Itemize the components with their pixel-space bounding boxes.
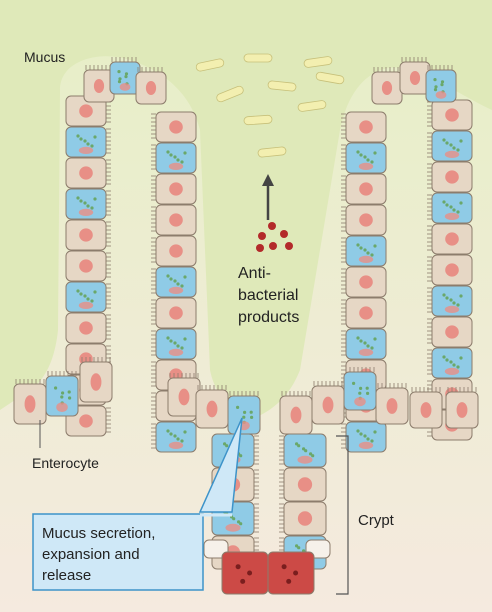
enterocyte-cell <box>83 65 115 103</box>
goblet-cell <box>341 421 387 453</box>
antibacterial-dot <box>256 244 264 252</box>
enterocyte-cell <box>445 387 479 429</box>
goblet-cell <box>341 328 387 360</box>
enterocyte-cell <box>167 373 201 417</box>
goblet-cell <box>279 433 327 468</box>
goblet-cell <box>427 285 473 317</box>
antibacterial-dot <box>285 242 293 250</box>
enterocyte-cell <box>65 95 111 127</box>
bacterium <box>315 71 345 85</box>
enterocyte-cell <box>341 111 387 143</box>
enterocyte-cell <box>65 312 111 344</box>
bacterium <box>267 80 297 92</box>
enterocyte-label: Enterocyte <box>32 455 99 471</box>
antibacterial-products <box>256 174 293 252</box>
goblet-cell <box>65 281 111 313</box>
goblet-cell <box>151 142 197 174</box>
bacteria-group <box>195 53 345 158</box>
enterocyte-cell <box>341 173 387 205</box>
antibacterial-dot <box>268 222 276 230</box>
crypt-bracket <box>336 435 349 595</box>
stem-cell <box>203 539 229 559</box>
antibacterial-dot <box>280 230 288 238</box>
enterocyte-cell <box>135 67 167 105</box>
antibacterial-label-line1: Anti- <box>238 265 271 282</box>
goblet-cell <box>151 421 197 453</box>
crypt-label: Crypt <box>358 512 395 529</box>
enterocyte-cell <box>151 297 197 329</box>
bacterium <box>243 53 273 63</box>
antibacterial-dot <box>269 242 277 250</box>
goblet-cell <box>427 347 473 379</box>
goblet-cell <box>151 266 197 298</box>
lumen-space <box>0 0 492 420</box>
enterocyte-cell <box>279 467 327 502</box>
enterocyte-cell <box>427 161 473 193</box>
enterocyte-cell <box>151 111 197 143</box>
epithelial-cells <box>13 57 479 595</box>
enterocyte-cell <box>195 385 229 429</box>
bacterium <box>257 146 287 158</box>
enterocyte-cell <box>409 387 443 429</box>
enterocyte-cell <box>341 204 387 236</box>
goblet-cell <box>425 65 457 103</box>
callout-line2: expansion and <box>42 546 140 563</box>
goblet-cell <box>341 142 387 174</box>
goblet-cell <box>109 57 141 95</box>
bacterium <box>303 56 333 68</box>
enterocyte-cell <box>151 204 197 236</box>
bacterium <box>195 58 225 72</box>
enterocyte-cell <box>65 157 111 189</box>
callout-line1: Mucus secretion, <box>42 525 155 542</box>
enterocyte-cell <box>79 357 113 403</box>
goblet-cell <box>341 235 387 267</box>
goblet-cell <box>45 371 79 417</box>
enterocyte-cell <box>399 57 431 95</box>
enterocyte-cell <box>341 266 387 298</box>
enterocyte-cell <box>13 379 47 425</box>
enterocyte-cell <box>279 501 327 536</box>
goblet-cell <box>343 367 377 411</box>
enterocyte-cell <box>311 381 345 425</box>
bacterium <box>243 114 273 126</box>
bacterium <box>297 100 327 112</box>
enterocyte-cell <box>151 173 197 205</box>
paneth-cell <box>221 551 269 595</box>
goblet-cell <box>227 391 261 435</box>
enterocyte-cell <box>279 391 313 435</box>
antibacterial-label-line2: bacterial <box>238 287 298 304</box>
secretion-arrow-head <box>262 174 274 186</box>
enterocyte-cell <box>427 316 473 348</box>
goblet-cell <box>151 328 197 360</box>
enterocyte-cell <box>375 383 409 425</box>
enterocyte-cell <box>341 297 387 329</box>
callout-pointer <box>198 417 243 513</box>
goblet-cell <box>65 126 111 158</box>
enterocyte-cell <box>371 67 403 105</box>
callout-line3: release <box>42 567 91 584</box>
enterocyte-cell <box>427 223 473 255</box>
enterocyte-cell <box>65 250 111 282</box>
enterocyte-cell <box>427 99 473 131</box>
goblet-cell <box>427 192 473 224</box>
antibacterial-label-line3: products <box>238 309 299 326</box>
paneth-cell <box>267 551 315 595</box>
enterocyte-cell <box>65 219 111 251</box>
mucus-label: Mucus <box>24 49 65 65</box>
bacterium <box>216 85 244 103</box>
goblet-cell <box>427 130 473 162</box>
goblet-cell <box>65 188 111 220</box>
enterocyte-cell <box>427 254 473 286</box>
enterocyte-cell <box>151 235 197 267</box>
callout-box <box>32 513 204 591</box>
antibacterial-dot <box>258 232 266 240</box>
